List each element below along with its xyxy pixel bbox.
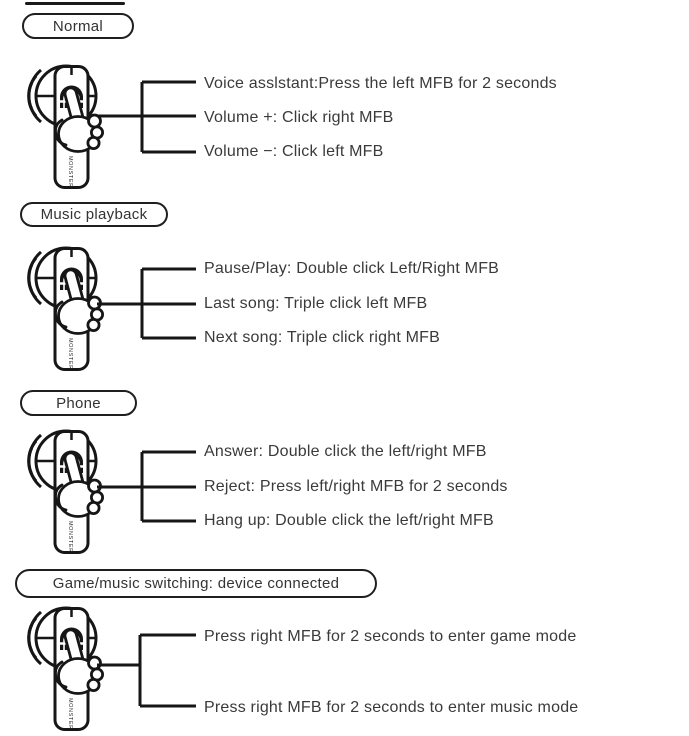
connector-lines	[97, 80, 196, 154]
mode-pill-label: Game/music switching: device connected	[52, 575, 340, 592]
connector-lines	[97, 450, 196, 523]
mode-pill-game-music-switching: Game/music switching: device connected	[15, 569, 377, 598]
instruction-hang-up: Hang up: Double click the left/right MFB	[204, 512, 494, 529]
cut-off-element-artifact	[25, 2, 125, 5]
earbud-press-illustration	[25, 242, 105, 377]
instruction-volume-up: Volume +: Click right MFB	[204, 109, 394, 126]
mode-pill-music-playback: Music playback	[20, 202, 168, 227]
instruction-voice-assistant: Voice asslstant:Press the left MFB for 2…	[204, 75, 557, 92]
instruction-enter-game-mode: Press right MFB for 2 seconds to enter g…	[204, 628, 577, 645]
instruction-volume-down: Volume −: Click left MFB	[204, 143, 384, 160]
earbud-press-illustration	[25, 425, 105, 560]
earbud-press-illustration	[25, 602, 105, 736]
connector-lines	[97, 267, 196, 340]
earbud-press-illustration	[25, 60, 105, 195]
connector-lines	[97, 633, 196, 708]
instruction-last-song: Last song: Triple click left MFB	[204, 295, 428, 312]
mode-pill-label: Phone	[56, 394, 101, 412]
mode-pill-label: Normal	[52, 17, 104, 35]
instruction-next-song: Next song: Triple click right MFB	[204, 329, 440, 346]
instruction-reject: Reject: Press left/right MFB for 2 secon…	[204, 478, 508, 495]
mode-pill-normal: Normal	[22, 13, 134, 39]
mode-pill-phone: Phone	[20, 390, 137, 416]
instruction-enter-music-mode: Press right MFB for 2 seconds to enter m…	[204, 699, 579, 716]
instruction-answer: Answer: Double click the left/right MFB	[204, 443, 487, 460]
instruction-pause-play: Pause/Play: Double click Left/Right MFB	[204, 260, 500, 277]
mode-pill-label: Music playback	[40, 206, 148, 223]
